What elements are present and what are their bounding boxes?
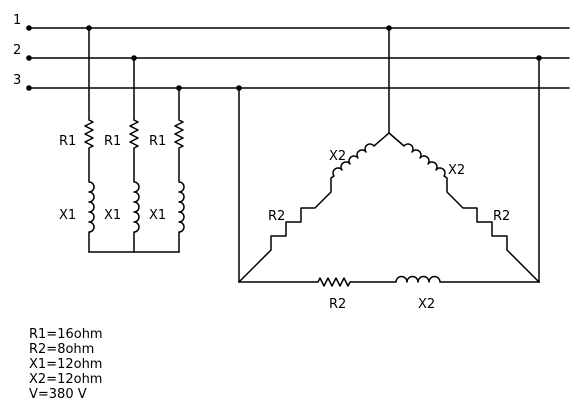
delta-bottom-resistor-label: R2 (329, 297, 346, 312)
legend-x1: X1=12ohm (29, 357, 103, 372)
wye-inductor-2-label: X1 (104, 208, 121, 223)
line-3-label: 3 (13, 73, 21, 88)
legend-r1: R1=16ohm (29, 327, 103, 342)
legend-r2: R2=8ohm (29, 342, 95, 357)
line-1-label: 1 (13, 13, 21, 28)
wye-branch-2 (129, 57, 140, 253)
supply-lines: 1 2 3 (13, 13, 570, 91)
delta-bottom-inductor-label: X2 (418, 297, 435, 312)
legend-x2: X2=12ohm (29, 372, 103, 387)
delta-left-resistor-label: R2 (268, 209, 285, 224)
wye-resistor-1-label: R1 (59, 134, 76, 149)
wye-inductor-3-label: X1 (149, 208, 166, 223)
delta-right-inductor-label: X2 (448, 163, 465, 178)
wye-resistor-3-label: R1 (149, 134, 166, 149)
legend-voltage: V=380 V (29, 387, 87, 402)
delta-bottom-leg (238, 275, 540, 287)
delta-left-leg (238, 132, 390, 283)
wye-inductor-1-label: X1 (59, 208, 76, 223)
delta-right-resistor-label: R2 (493, 209, 510, 224)
delta-right-leg (388, 132, 540, 283)
component-values-legend: R1=16ohm R2=8ohm X1=12ohm X2=12ohm V=380… (29, 327, 103, 402)
delta-left-inductor-label: X2 (329, 149, 346, 164)
wye-branch-3 (174, 87, 185, 253)
wye-load: R1 R1 R1 X1 X1 X1 (59, 25, 185, 253)
line-2-label: 2 (13, 43, 21, 58)
wye-resistor-2-label: R1 (104, 134, 121, 149)
wye-branch-1 (84, 27, 95, 253)
delta-load: X2 X2 R2 R2 R2 X2 (236, 25, 542, 312)
